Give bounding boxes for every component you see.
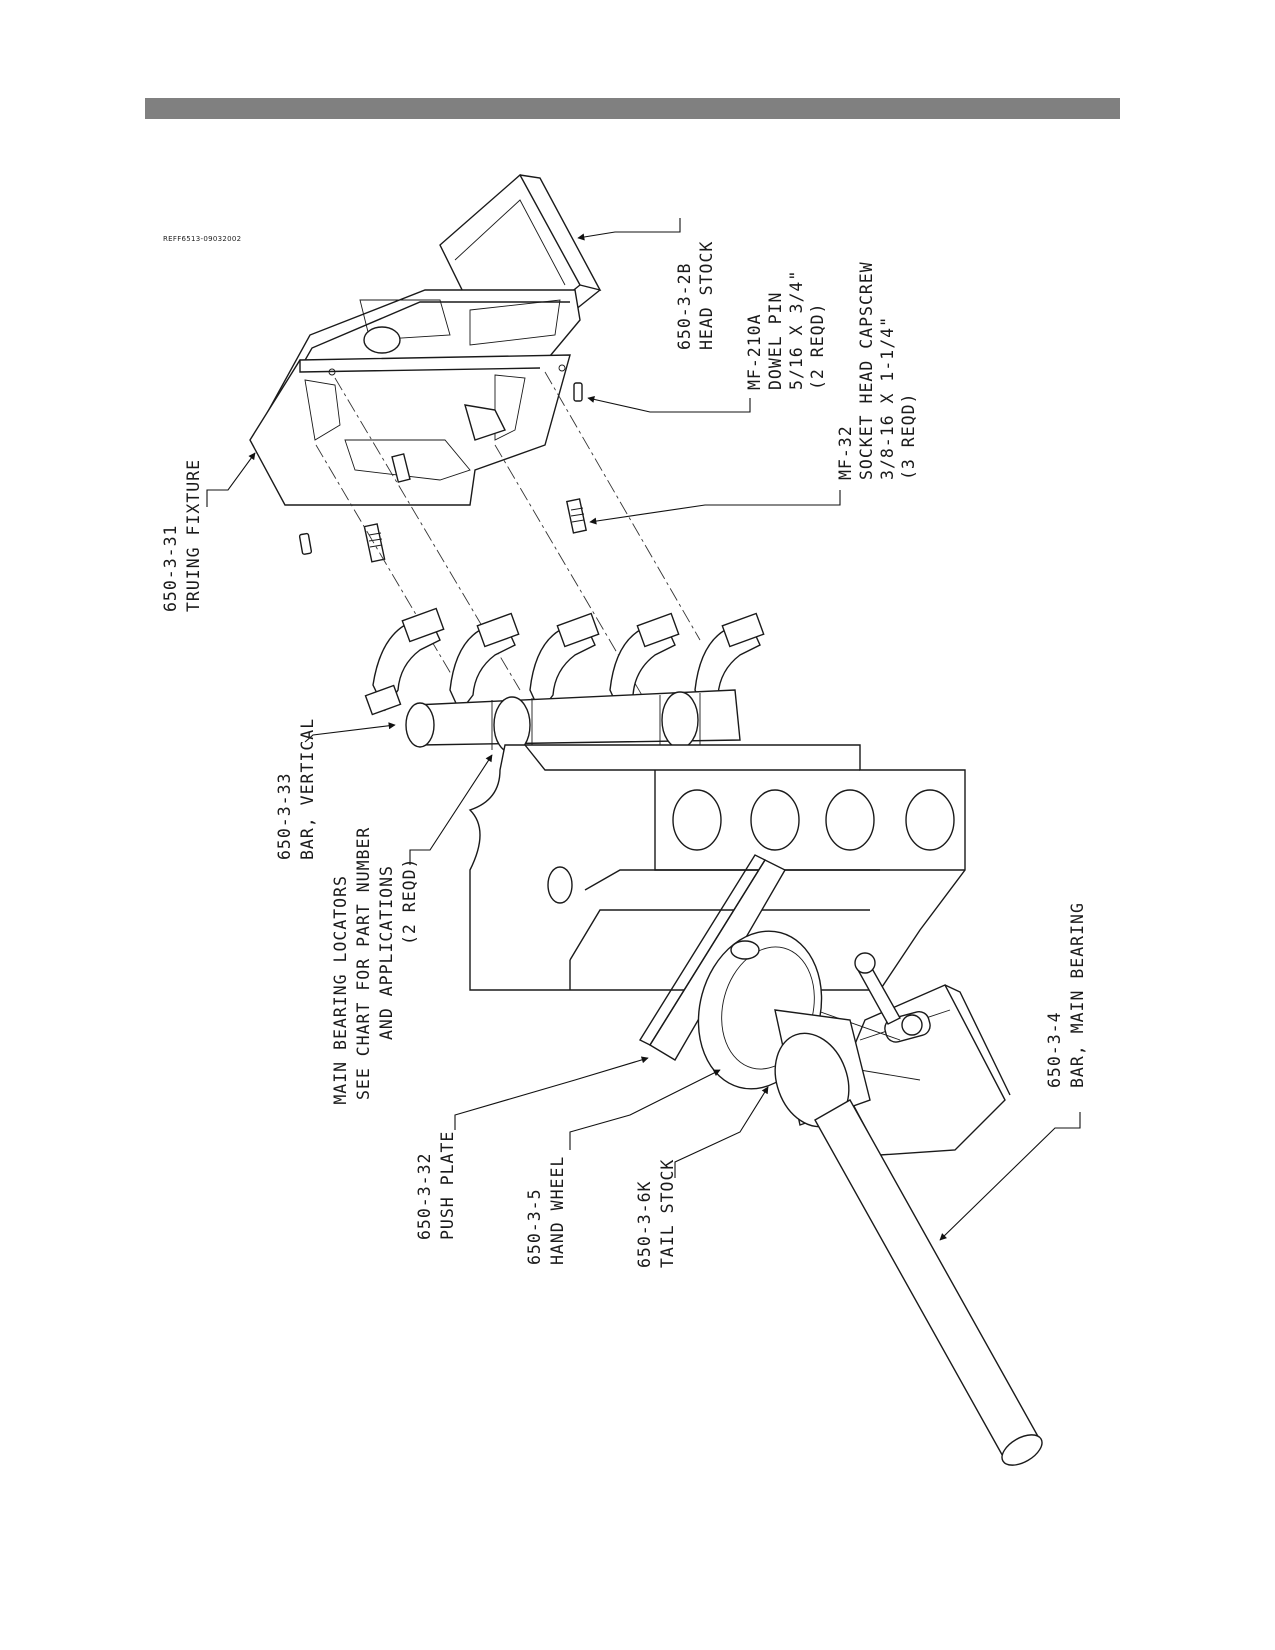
locators-applications: AND APPLICATIONS bbox=[377, 865, 396, 1040]
dowel-pin-part-number: MF-210A bbox=[745, 313, 764, 390]
truing-fixture-name: TRUING FIXTURE bbox=[184, 459, 203, 612]
truing-fixture-part bbox=[249, 289, 581, 506]
callout-dowel-pin: MF-210A DOWEL PIN 5/16 X 3/4" (2 REQD) bbox=[745, 270, 827, 390]
bar-main-bearing-part-number: 650-3-4 bbox=[1045, 1011, 1064, 1088]
locators-note: SEE CHART FOR PART NUMBER bbox=[354, 827, 373, 1100]
vertical-bar-part bbox=[405, 689, 741, 754]
header-bar bbox=[145, 98, 1120, 119]
callout-bar-main-bearing: 650-3-4 BAR, MAIN BEARING bbox=[1045, 902, 1087, 1088]
callout-hand-wheel: 650-3-5 HAND WHEEL bbox=[525, 1156, 567, 1265]
main-bearing-locator-parts bbox=[364, 607, 765, 716]
callout-truing-fixture: 650-3-31 TRUING FIXTURE bbox=[161, 459, 203, 612]
bar-main-bearing-name: BAR, MAIN BEARING bbox=[1068, 902, 1087, 1088]
callout-bar-vertical: 650-3-33 BAR, VERTICAL bbox=[275, 718, 317, 860]
callout-socket-capscrew: MF-32 SOCKET HEAD CAPSCREW 3/8-16 X 1-1/… bbox=[836, 261, 918, 480]
callout-push-plate: 650-3-32 PUSH PLATE bbox=[415, 1131, 457, 1240]
push-plate-part-number: 650-3-32 bbox=[415, 1153, 434, 1240]
capscrew-part bbox=[363, 498, 588, 563]
locator-cap-5 bbox=[694, 612, 765, 714]
leader-lines bbox=[206, 218, 1081, 1241]
dowel-pin-qty: (2 REQD) bbox=[808, 303, 827, 390]
dowel-pin-part bbox=[298, 382, 583, 555]
callout-head-stock: 650-3-2B HEAD STOCK bbox=[675, 241, 716, 350]
locator-cap-2 bbox=[449, 612, 520, 714]
hand-wheel-name: HAND WHEEL bbox=[548, 1156, 567, 1265]
head-stock-name: HEAD STOCK bbox=[697, 241, 716, 350]
locator-cap-4 bbox=[609, 612, 680, 714]
capscrew-qty: (3 REQD) bbox=[899, 393, 918, 480]
locators-name: MAIN BEARING LOCATORS bbox=[331, 875, 350, 1105]
main-bearing-bar-part bbox=[774, 1009, 1043, 1466]
bar-vertical-part-number: 650-3-33 bbox=[275, 773, 294, 860]
capscrew-name: SOCKET HEAD CAPSCREW bbox=[857, 261, 876, 480]
truing-fixture-part-number: 650-3-31 bbox=[161, 525, 180, 612]
locator-cap-3 bbox=[529, 612, 600, 714]
bar-vertical-name: BAR, VERTICAL bbox=[298, 718, 317, 860]
locators-qty: (2 REQD) bbox=[400, 858, 419, 945]
push-plate-name: PUSH PLATE bbox=[438, 1131, 457, 1240]
reference-code: REFF6513-09032002 bbox=[163, 235, 242, 243]
dowel-pin-size: 5/16 X 3/4" bbox=[787, 270, 806, 390]
callout-main-bearing-locators: MAIN BEARING LOCATORS SEE CHART FOR PART… bbox=[331, 827, 419, 1105]
tail-stock-name: TAIL STOCK bbox=[658, 1159, 677, 1268]
hand-wheel-part-number: 650-3-5 bbox=[525, 1188, 544, 1265]
head-stock-part-number: 650-3-2B bbox=[675, 263, 694, 350]
capscrew-size: 3/8-16 X 1-1/4" bbox=[878, 316, 897, 480]
tail-stock-part-number: 650-3-6K bbox=[635, 1181, 654, 1268]
locator-cap-1 bbox=[364, 607, 445, 716]
engine-block-part bbox=[468, 744, 966, 991]
capscrew-part-number: MF-32 bbox=[836, 425, 855, 480]
dowel-pin-name: DOWEL PIN bbox=[766, 292, 785, 390]
tail-stock-part bbox=[814, 952, 1011, 1156]
callout-tail-stock: 650-3-6K TAIL STOCK bbox=[635, 1159, 677, 1268]
